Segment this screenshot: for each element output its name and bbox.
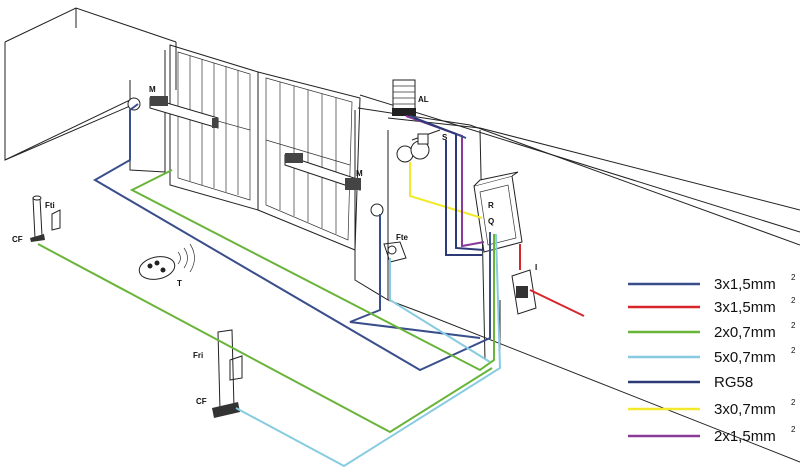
label-motor-left: M: [149, 85, 156, 94]
legend-label: 3x1,5mm: [714, 276, 776, 293]
control-panel-icon: [473, 171, 523, 253]
legend-item: 3x1,5mm 2: [628, 296, 796, 316]
legend-label: 5x0,7mm: [714, 349, 776, 366]
post-left: [30, 195, 45, 242]
motor-pivot-right: [370, 203, 384, 217]
alarm-light-icon: [392, 79, 416, 116]
transmitter-icon: [138, 243, 195, 280]
label-alarm-light: AL: [418, 95, 429, 104]
legend-sup: 2: [791, 425, 796, 434]
legend-sup: 2: [791, 273, 796, 282]
legend-label: 3x0,7mm: [714, 401, 776, 418]
photocell-external-icon: [383, 241, 407, 263]
post-bottom: [212, 329, 243, 418]
selector-icon: [396, 129, 441, 163]
label-switch: I: [535, 263, 537, 272]
motor-left: [149, 96, 219, 129]
legend-label: 2x0,7mm: [714, 324, 776, 341]
legend-item: RG58: [628, 374, 753, 391]
legend: 3x1,5mm 2 3x1,5mm 2 2x0,7mm 2 5x0,7mm 2 …: [628, 273, 796, 445]
legend-item: 3x0,7mm 2: [628, 398, 796, 418]
label-selector: S: [442, 133, 448, 142]
legend-sup: 2: [791, 346, 796, 355]
motor-pivot-left: [127, 97, 141, 111]
label-post-left: CF: [12, 235, 23, 244]
legend-item: 2x0,7mm 2: [628, 321, 796, 341]
legend-sup: 2: [791, 296, 796, 305]
label-motor-right: M: [356, 169, 363, 178]
photocell-internal-icon: [51, 209, 61, 231]
legend-item: 2x1,5mm 2: [628, 425, 796, 445]
label-control-panel: Q: [488, 217, 494, 226]
legend-label: 3x1,5mm: [714, 299, 776, 316]
label-transmitter: T: [177, 279, 182, 288]
gate-leaf-right: [257, 71, 361, 251]
label-photocell-external: Fte: [396, 233, 409, 242]
label-photocell-receiver: Fri: [193, 351, 203, 360]
legend-item: 5x0,7mm 2: [628, 346, 796, 366]
legend-item: 3x1,5mm 2: [628, 273, 796, 293]
switch-icon: [511, 269, 537, 315]
label-photocell-internal: Fti: [45, 201, 55, 210]
cables: [37, 103, 585, 468]
motor-right: [284, 153, 361, 191]
label-post-bottom: CF: [196, 397, 207, 406]
legend-sup: 2: [791, 321, 796, 330]
legend-label: RG58: [714, 374, 753, 391]
legend-label: 2x1,5mm: [714, 428, 776, 445]
label-receiver: R: [488, 201, 494, 210]
legend-sup: 2: [791, 398, 796, 407]
